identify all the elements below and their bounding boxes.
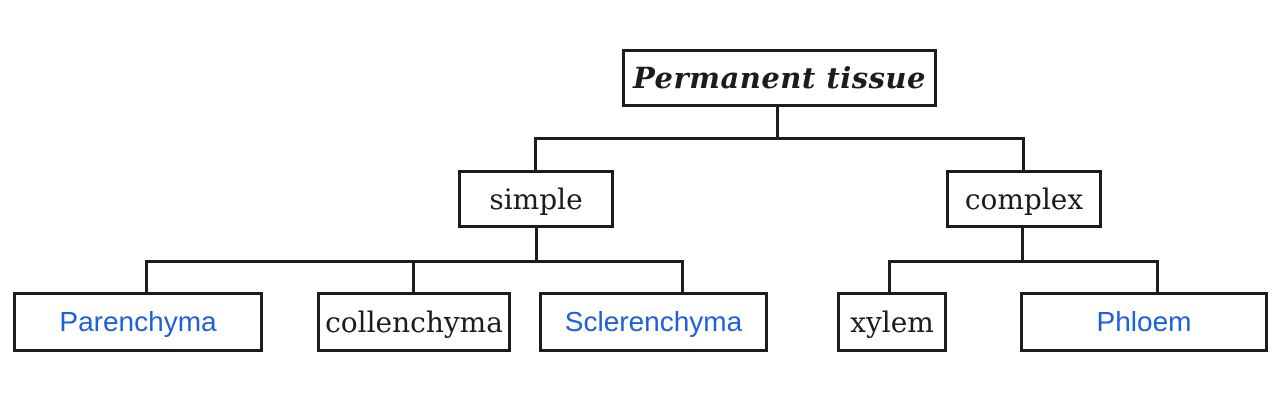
connector-drop-collenchyma xyxy=(412,260,415,292)
node-simple: simple xyxy=(458,170,614,228)
node-complex: complex xyxy=(946,170,1102,228)
connector-simple-stem xyxy=(535,228,538,263)
connector-complex-bar xyxy=(888,260,1159,263)
node-sclerenchyma: Sclerenchyma xyxy=(539,292,768,352)
connector-drop-sclerenchyma xyxy=(681,260,684,292)
connector-root-bar xyxy=(534,137,1025,140)
connector-drop-xylem xyxy=(888,260,891,292)
node-parenchyma: Parenchyma xyxy=(13,292,263,352)
node-phloem: Phloem xyxy=(1020,292,1268,352)
connector-drop-phloem xyxy=(1156,260,1159,292)
node-collenchyma: collenchyma xyxy=(317,292,511,352)
node-permanent-tissue: Permanent tissue xyxy=(622,49,937,107)
node-xylem: xylem xyxy=(837,292,947,352)
connector-drop-parenchyma xyxy=(145,260,148,292)
connector-root-stem xyxy=(776,107,779,140)
connector-drop-simple xyxy=(534,137,537,170)
connector-complex-stem xyxy=(1021,228,1024,263)
connector-drop-complex xyxy=(1022,137,1025,170)
